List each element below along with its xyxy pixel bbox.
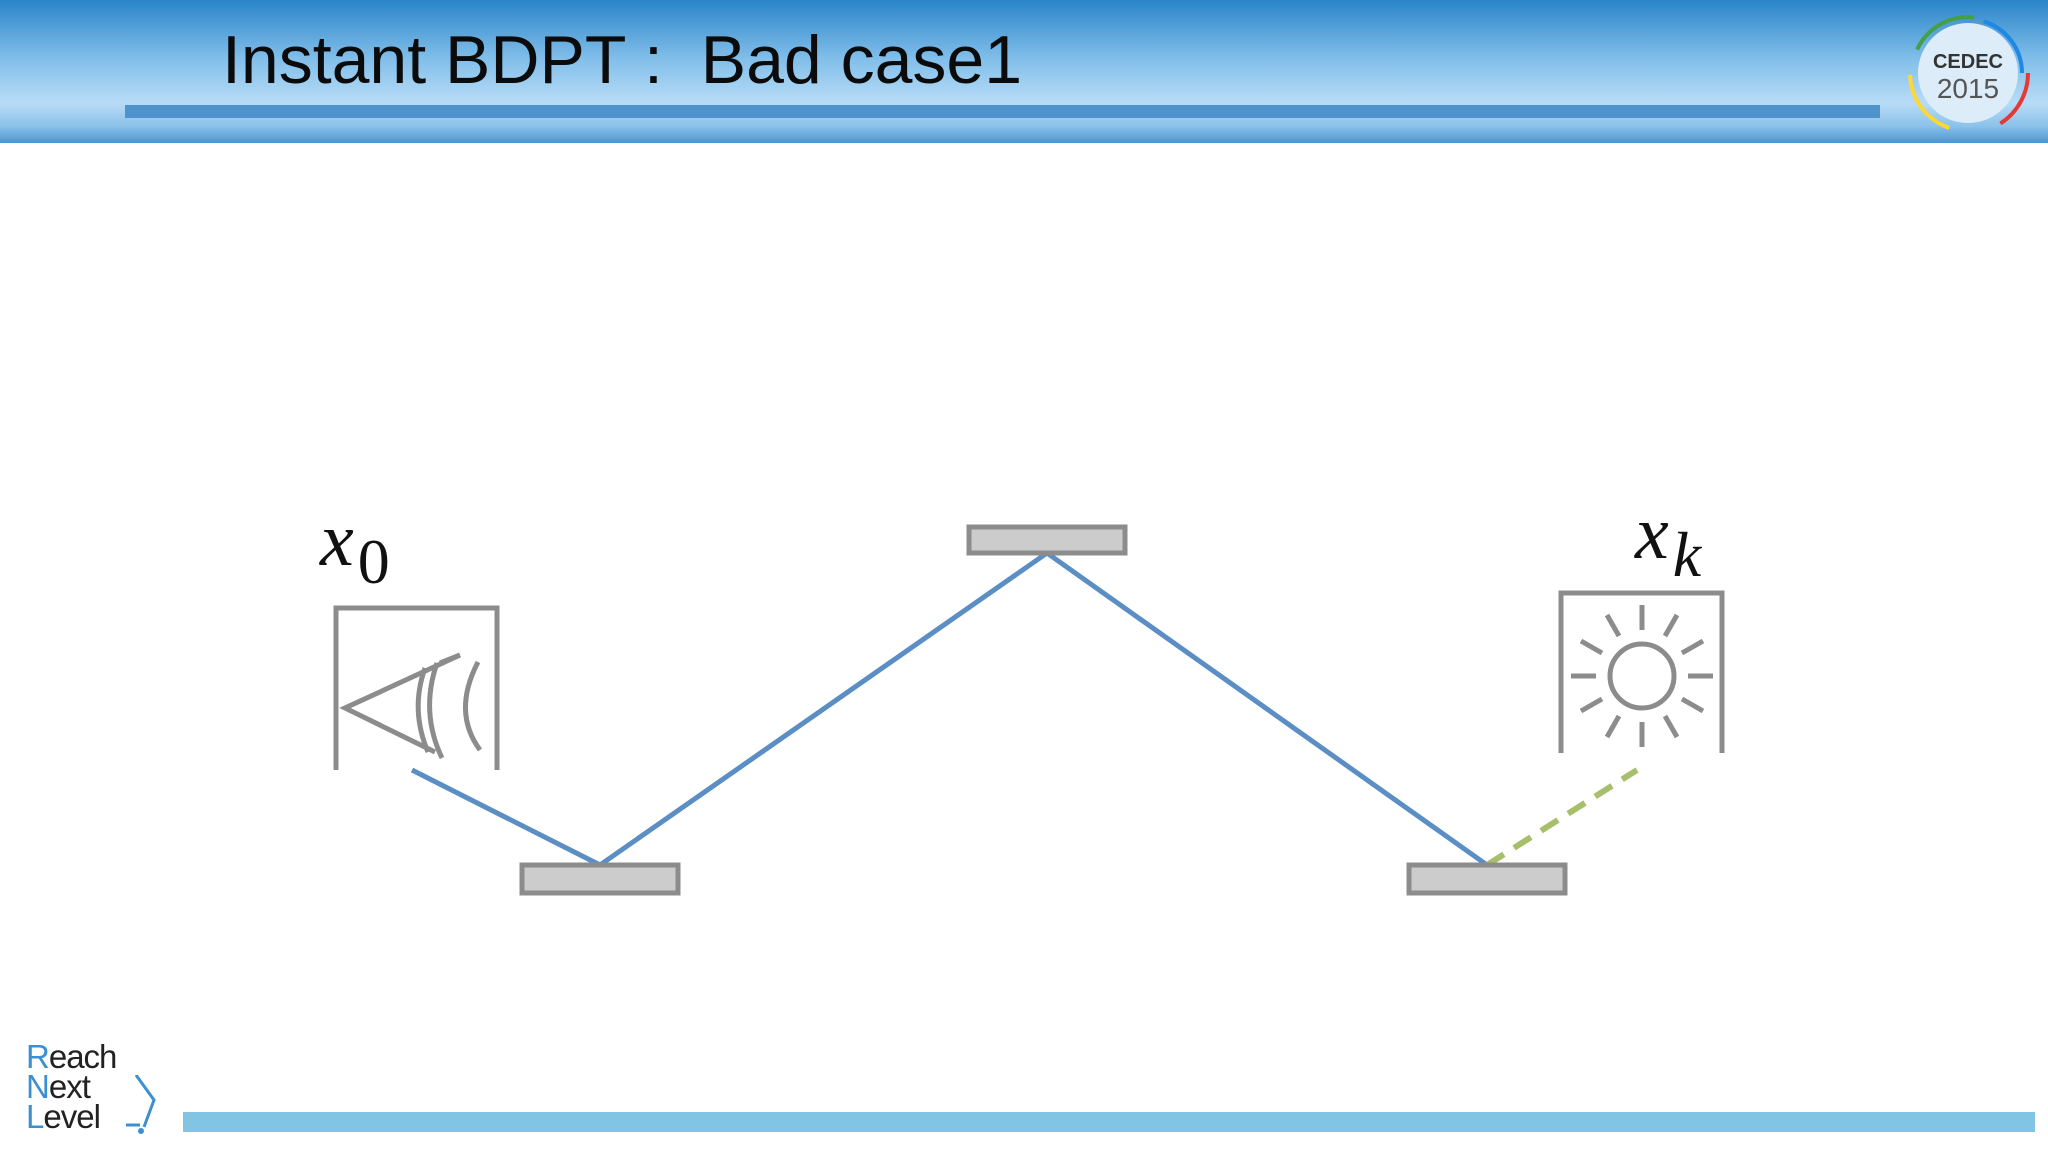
surface-right <box>1406 862 1568 896</box>
path-segment-up <box>598 550 1049 868</box>
header-rule <box>125 105 1880 118</box>
camera-label-sub: 0 <box>358 526 390 597</box>
reach-next-level-logo: Reach Next Level <box>26 1040 186 1140</box>
slide-title: Instant BDPT : Bad case1 <box>222 22 1023 98</box>
badge-text-year: 2015 <box>1937 73 1999 104</box>
light-connection-dashed <box>1485 767 1639 868</box>
badge-text-top: CEDEC <box>1933 51 2003 73</box>
path-segment-down <box>1045 550 1489 868</box>
camera-label: x0 <box>319 498 390 597</box>
light-label: xk <box>1634 491 1703 590</box>
surface-top <box>966 524 1128 556</box>
eye-icon <box>339 652 483 760</box>
sun-icon <box>1571 605 1713 747</box>
cedec-badge: CEDEC 2015 <box>1903 8 2033 138</box>
camera-box <box>333 605 500 770</box>
light-label-base: x <box>1634 491 1669 575</box>
slide-header: Instant BDPT : Bad case1 CEDEC 2015 <box>0 0 2048 143</box>
light-label-sub: k <box>1673 519 1703 590</box>
footer-accent-bar <box>183 1112 2035 1132</box>
path-segment-camera <box>410 767 602 868</box>
camera-label-base: x <box>319 498 354 582</box>
light-box <box>1558 590 1725 753</box>
surface-left <box>519 862 681 896</box>
